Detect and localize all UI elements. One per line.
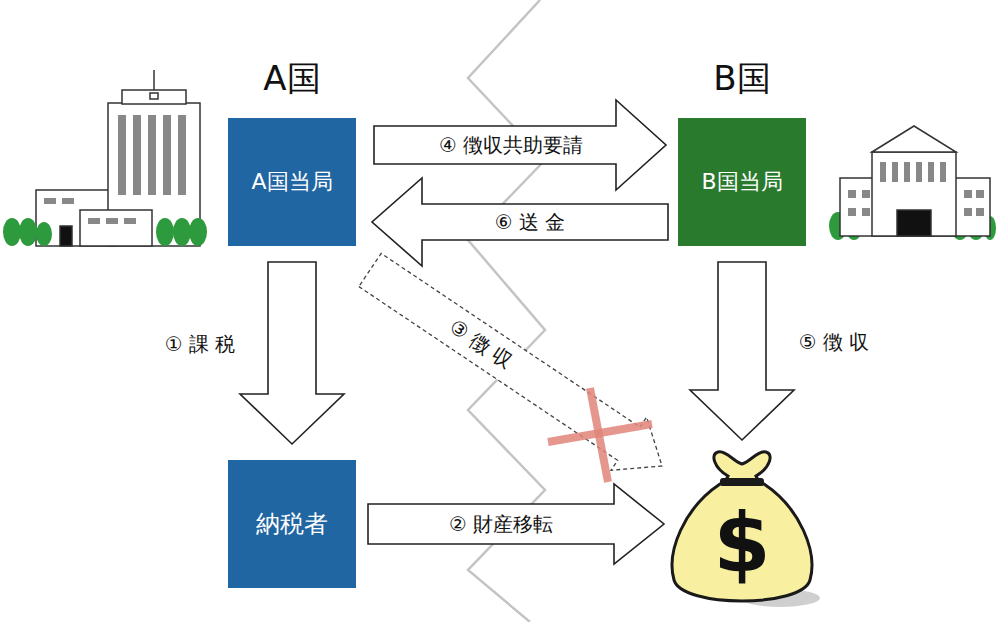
bag-tie	[720, 478, 764, 486]
taxpayer-box: 納税者	[228, 460, 356, 588]
block-arrow	[240, 262, 344, 444]
node-label: 納税者	[256, 508, 328, 540]
edge-label: ⑤ 徴 収	[796, 330, 873, 354]
currency-symbol: $	[713, 495, 770, 590]
cross-mark	[548, 388, 652, 482]
authority-box: B国B国当局	[678, 118, 806, 246]
edge-label: ② 財産移転	[446, 512, 556, 536]
country-heading: B国	[658, 56, 826, 102]
edge-label: ① 課 税	[162, 332, 239, 356]
edge-label: ④ 徴収共助要請	[436, 133, 586, 157]
money-bag: $	[662, 448, 822, 612]
blocked-arrow	[359, 253, 662, 470]
office-building	[36, 70, 200, 246]
block-arrow	[368, 484, 664, 564]
country-heading: A国	[208, 56, 376, 102]
block-arrow	[374, 100, 666, 190]
node-label: A国当局	[251, 167, 332, 197]
bag-body	[672, 484, 812, 601]
government-building	[840, 126, 990, 236]
block-arrow	[372, 178, 668, 266]
block-arrow	[690, 262, 794, 440]
edge-label: ⑥ 送 金	[492, 210, 569, 234]
node-label: B国当局	[701, 167, 782, 197]
authority-box: A国A国当局	[228, 118, 356, 246]
